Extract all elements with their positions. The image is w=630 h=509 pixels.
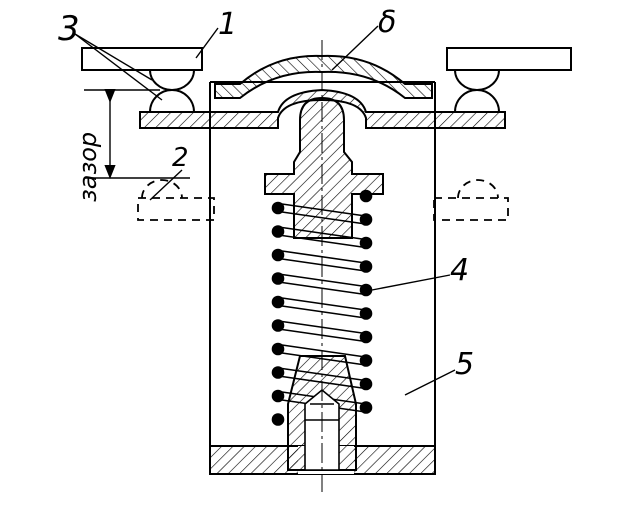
spring-coil-right [359,213,373,226]
contact-pad-bottom-left [148,89,196,113]
spring-coil-left [271,248,285,262]
spring-coil-left [271,366,285,379]
label-gap: зазор [74,132,102,202]
spring-wire [281,250,363,264]
spring-coil-right [359,330,373,344]
spring-coil-left [271,389,285,403]
contact-pad-top-left [148,69,196,91]
label-2: 2 [172,143,189,173]
leaders [74,25,456,396]
spring-coil-right [359,283,373,297]
spring-wire [281,305,363,319]
spring-coil-left [271,272,285,285]
spring-coil-left [271,295,285,309]
label-4: 4 [450,253,469,288]
gap-dimension [84,89,190,179]
plunger [264,96,384,239]
spring-coil-left [271,342,285,356]
spring-coil-right [359,260,373,273]
bridge-open-position [137,179,509,221]
spring-coil-right [359,189,373,203]
label-delta: δ [378,5,396,40]
spring-wire [281,211,363,225]
spring-coil-right [359,307,373,320]
spring-coil-left [271,225,285,238]
label-1: 1 [218,7,237,42]
spring-coil-left [271,201,285,215]
contact-pad-top-right [453,69,501,91]
spring-coil-right [359,236,373,250]
spring-coil-right [359,354,373,367]
spring-coil-left [271,413,285,426]
spring-coil-right [359,401,373,414]
cap-membrane [214,54,433,99]
moving-bridge [139,88,506,129]
contact-pad-bottom-right [453,89,501,113]
label-5: 5 [455,347,474,382]
spring-coil-left [271,319,285,332]
spring-wire [281,273,363,287]
fixed-contact-right [446,47,572,71]
spring-coil-right [359,377,373,391]
label-3: 3 [58,9,80,49]
fixed-contact-left [81,47,203,71]
